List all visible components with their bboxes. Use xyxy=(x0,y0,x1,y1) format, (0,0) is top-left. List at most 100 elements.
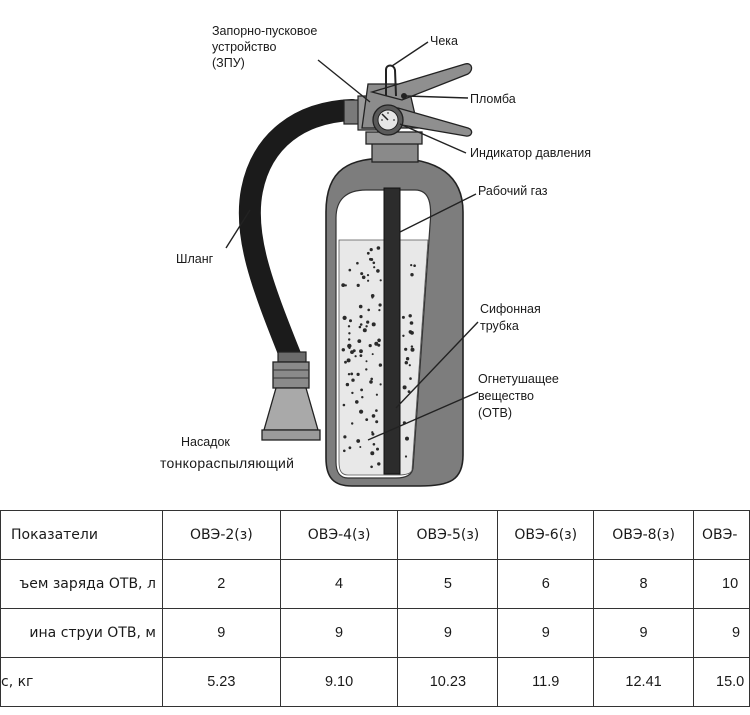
agent-particle xyxy=(369,380,373,384)
row-label: с, кг xyxy=(0,657,163,707)
agent-particle xyxy=(376,246,381,250)
agent-particle xyxy=(370,465,373,469)
agent-particle xyxy=(362,328,367,333)
agent-particle xyxy=(410,345,414,348)
agent-particle xyxy=(359,354,363,357)
header-cell-indicators: Показатели xyxy=(0,510,163,560)
agent-particle xyxy=(359,409,364,414)
agent-particle xyxy=(401,315,405,319)
agent-particle xyxy=(342,315,347,320)
agent-particle xyxy=(347,373,351,376)
agent-particle xyxy=(351,378,355,382)
label-cheka: Чека xyxy=(430,34,458,48)
agent-particle xyxy=(371,431,374,434)
lever-handle xyxy=(369,63,473,101)
specs-table: Показатели ОВЭ-2(з) ОВЭ-4(з) ОВЭ-5(з) ОВ… xyxy=(0,510,750,707)
agent-particle xyxy=(405,357,410,361)
agent-particle xyxy=(341,348,345,352)
table-cell: 10 xyxy=(693,559,750,609)
agent-particle xyxy=(360,388,363,392)
agent-particle xyxy=(375,393,378,396)
table-cell: 12.41 xyxy=(593,657,694,707)
agent-particle xyxy=(360,272,364,276)
agent-particle xyxy=(371,432,375,436)
agent-particle xyxy=(351,422,354,425)
agent-particle xyxy=(359,315,363,319)
header-cell-model: ОВЭ-4(з) xyxy=(279,510,399,560)
agent-particle xyxy=(370,377,374,381)
nozzle xyxy=(261,361,321,441)
agent-particle xyxy=(413,264,416,268)
agent-particle xyxy=(346,358,351,363)
table-row: с, кг 5.23 9.10 10.23 11.9 12.41 15.0 xyxy=(0,657,750,707)
agent-particle xyxy=(348,338,351,341)
agent-particle xyxy=(351,391,354,395)
table-header-row: Показатели ОВЭ-2(з) ОВЭ-4(з) ОВЭ-5(з) ОВ… xyxy=(0,510,750,560)
agent-particle xyxy=(405,436,409,441)
leader-lines xyxy=(225,41,479,441)
agent-particle xyxy=(378,303,382,307)
agent-particle xyxy=(341,283,346,287)
agent-particle xyxy=(347,344,352,348)
agent-particle xyxy=(366,274,370,277)
agent-particle xyxy=(408,364,411,367)
agent-particle xyxy=(356,439,361,443)
extinguisher-diagram: Запорно-пусковое устройство (ЗПУ) Чека П… xyxy=(160,24,591,487)
table-cell: 15.0 xyxy=(693,657,750,707)
agent-particle xyxy=(410,347,415,352)
agent-particle xyxy=(350,372,354,376)
agent-particle xyxy=(354,355,357,358)
agent-particle xyxy=(367,308,371,312)
agent-particle xyxy=(378,363,383,367)
label-nozzle-2: тонкораспыляющий xyxy=(160,455,294,471)
label-plomba: Пломба xyxy=(470,92,516,106)
agent-particle xyxy=(371,322,376,327)
label-zpu-3: (ЗПУ) xyxy=(212,56,245,70)
agent-particle xyxy=(379,279,382,282)
agent-particle xyxy=(408,314,412,318)
agent-particle xyxy=(361,275,366,280)
header-cell-model: ОВЭ-6(з) xyxy=(497,510,595,560)
agent-particle xyxy=(359,349,363,354)
table-cell: 9.10 xyxy=(279,657,399,707)
agent-particle xyxy=(375,420,379,424)
header-cell-model: ОВЭ-8(з) xyxy=(593,510,694,560)
label-agent-3: (ОТВ) xyxy=(478,406,512,420)
label-nozzle-1: Насадок xyxy=(181,435,230,449)
label-siphon-2: трубка xyxy=(480,319,519,333)
agent-particle xyxy=(378,309,381,312)
agent-particle xyxy=(348,268,352,272)
agent-particle xyxy=(359,446,362,448)
row-label: ина струи ОТВ, м xyxy=(0,608,163,658)
table-row: ина струи ОТВ, м 9 9 9 9 9 9 xyxy=(0,608,750,658)
agent-particle xyxy=(367,279,370,282)
agent-particle xyxy=(358,325,362,329)
agent-particle xyxy=(342,403,346,407)
agent-particle xyxy=(359,323,363,326)
header-cell-model: ОВЭ-5(з) xyxy=(397,510,499,560)
table-cell: 5.23 xyxy=(161,657,281,707)
agent-particle xyxy=(344,284,347,287)
hose xyxy=(238,99,363,366)
label-indicator: Индикатор давления xyxy=(470,146,591,160)
agent-particle xyxy=(368,344,372,348)
agent-particle xyxy=(379,383,382,386)
label-gas: Рабочий газ xyxy=(478,184,548,198)
hose-coupling xyxy=(277,351,307,363)
header-cell-model: ОВЭ- xyxy=(693,510,750,560)
agent-particle xyxy=(348,332,351,335)
agent-particle xyxy=(370,294,375,298)
table-cell: 8 xyxy=(593,559,694,609)
table-cell: 9 xyxy=(497,608,595,658)
label-zpu-2: устройство xyxy=(212,40,276,54)
agent-particle xyxy=(410,273,414,277)
agent-particle xyxy=(343,435,347,439)
agent-particle xyxy=(369,248,373,252)
label-agent-1: Огнетушащее xyxy=(478,372,559,386)
agent-particle xyxy=(371,353,374,356)
label-agent-2: вещество xyxy=(478,389,534,403)
agent-particle xyxy=(373,266,376,269)
agent-particle xyxy=(358,304,363,309)
agent-particle xyxy=(352,349,356,353)
agent-particle xyxy=(407,390,411,393)
